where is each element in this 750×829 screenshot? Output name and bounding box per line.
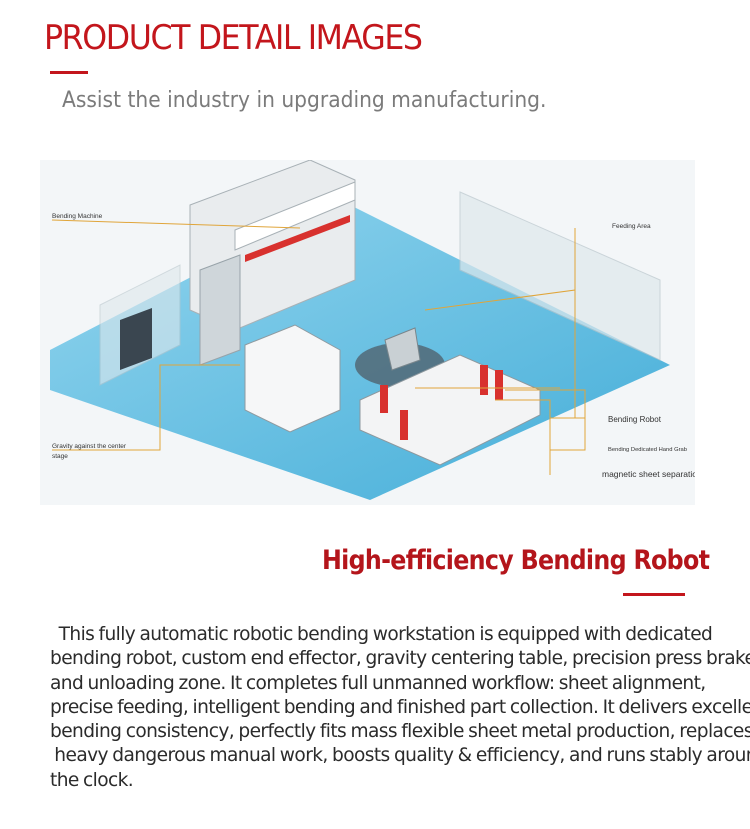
gravity-centering-table xyxy=(244,324,341,433)
workstation-drawing: Bending Machine Feeding Area Gravity aga… xyxy=(40,159,702,505)
description-line: bending consistency, perfectly fits mass… xyxy=(50,721,750,743)
control-cabinet xyxy=(120,308,152,370)
page-title: PRODUCT DETAIL IMAGES xyxy=(44,18,423,58)
product-description: This fully automatic robotic bending wor… xyxy=(50,623,750,793)
callout-bending-machine: Bending Machine xyxy=(52,213,103,220)
description-line: This fully automatic robotic bending wor… xyxy=(50,624,713,645)
callout-lines xyxy=(51,219,586,475)
callout-gravity-line2: stage xyxy=(52,453,68,460)
callout-gravity-line1: Gravity against the center xyxy=(52,443,127,450)
glass-wall-right xyxy=(459,191,661,361)
section-heading: High-efficiency Bending Robot xyxy=(322,545,710,576)
description-line: precise feeding, intelligent bending and… xyxy=(50,696,750,718)
callout-magnetic-separation: magnetic sheet separation xyxy=(602,469,695,479)
callout-bending-robot: Bending Robot xyxy=(608,415,662,424)
title-underline xyxy=(50,71,88,74)
section-underline xyxy=(623,593,685,596)
callout-feeding-area: Feeding Area xyxy=(612,223,651,230)
workstation-illustration: Bending Machine Feeding Area Gravity aga… xyxy=(40,159,702,505)
description-line: heavy dangerous manual work, boosts qual… xyxy=(50,745,750,767)
description-line: bending robot, custom end effector, grav… xyxy=(50,648,750,670)
description-line: and unloading zone. It completes full un… xyxy=(50,672,706,694)
press-brake-column xyxy=(199,254,241,366)
page-subtitle: Assist the industry in upgrading manufac… xyxy=(62,88,547,113)
callout-hand-grab: Bending Dedicated Hand Grab xyxy=(608,447,687,453)
robot-arm xyxy=(384,327,421,371)
description-line: the clock. xyxy=(50,769,134,791)
